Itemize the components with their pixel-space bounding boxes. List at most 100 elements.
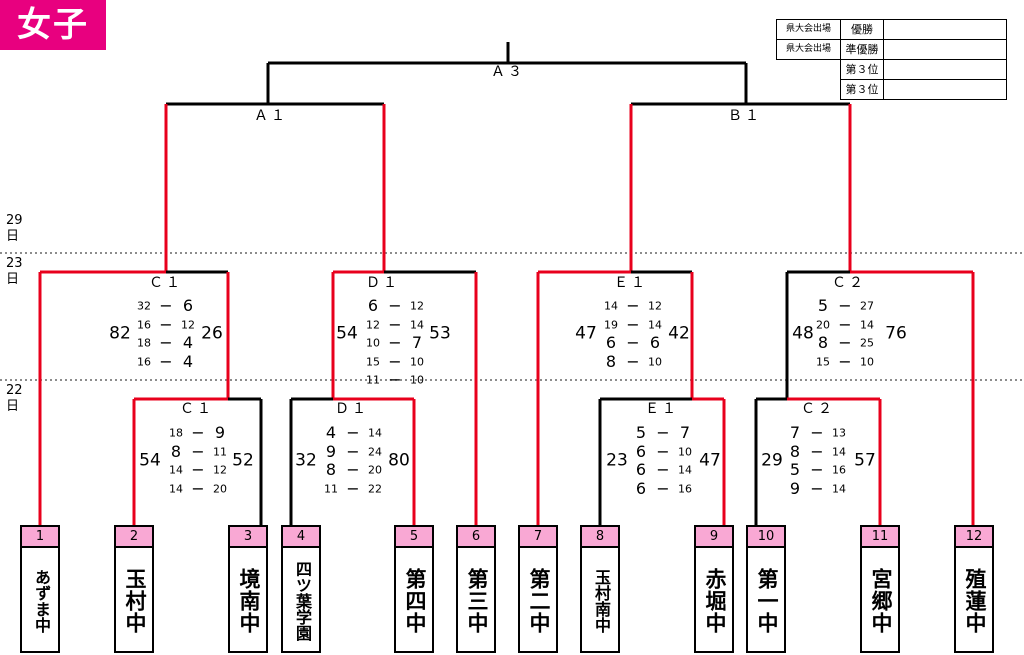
set-score-right: 24 — [368, 445, 382, 459]
set-score-right: 16 — [832, 463, 846, 477]
team-name: 玉村中 — [123, 567, 147, 634]
match-label-c1-top: Ｃ１ — [149, 275, 183, 291]
results-value — [883, 79, 1007, 100]
set-dash: − — [810, 478, 824, 498]
team-number: 4 — [283, 527, 319, 548]
set-score-left: 14 — [604, 299, 618, 313]
team-name: 玉村南中 — [592, 568, 611, 633]
set-score-left: 8 — [170, 441, 182, 461]
set-score-right: 14 — [410, 318, 424, 332]
set-dash: − — [656, 441, 670, 461]
team-name: 宮郷中 — [869, 567, 893, 634]
set-score-right: 27 — [860, 299, 874, 313]
match-label-e1-bot: Ｅ１ — [645, 401, 679, 417]
set-score-left: 18 — [137, 336, 151, 350]
total-score-left: 48 — [792, 323, 814, 344]
set-score-right: 6 — [182, 296, 194, 316]
team-number: 3 — [230, 527, 266, 548]
set-score-left: 14 — [169, 482, 183, 496]
set-dash: − — [191, 441, 205, 461]
total-score-left: 54 — [139, 450, 161, 471]
set-score-right: 20 — [213, 482, 227, 496]
set-score-left: 12 — [366, 318, 380, 332]
day-label-22: 22 日 — [6, 383, 23, 414]
set-score-left: 6 — [635, 478, 647, 498]
set-score-right: 14 — [860, 318, 874, 332]
set-dash: − — [388, 370, 402, 390]
set-score-right: 14 — [678, 463, 692, 477]
team-box[interactable]: 9 赤堀中 — [694, 525, 734, 653]
total-score-right: 80 — [388, 450, 410, 471]
results-place: 第３位 — [840, 79, 884, 100]
team-box[interactable]: 2 玉村中 — [114, 525, 154, 653]
set-dash: − — [159, 351, 173, 371]
set-score-right: 14 — [832, 482, 846, 496]
total-score-left: 47 — [575, 323, 597, 344]
team-number: 12 — [956, 527, 992, 548]
set-dash: − — [346, 441, 360, 461]
total-score-left: 54 — [336, 323, 358, 344]
team-box[interactable]: 3 境南中 — [228, 525, 268, 653]
results-table: 県大会出場 優勝 県大会出場 準優勝 第３位 第３位 — [776, 19, 1007, 100]
day-label-23: 23 日 — [6, 256, 23, 287]
set-score-left: 16 — [137, 355, 151, 369]
set-score-right: 11 — [213, 445, 227, 459]
team-name: 境南中 — [237, 567, 261, 634]
match-label-b1: Ｂ１ — [728, 108, 762, 124]
set-score-left: 32 — [137, 299, 151, 313]
set-score-right: 14 — [832, 445, 846, 459]
total-score-left: 23 — [606, 450, 628, 471]
match-label-a3: Ａ３ — [491, 64, 525, 80]
set-dash: − — [388, 351, 402, 371]
set-score-left: 14 — [169, 463, 183, 477]
set-score-right: 13 — [832, 426, 846, 440]
team-name: 殖蓮中 — [963, 567, 987, 634]
match-label-c1-bot: Ｃ１ — [180, 401, 214, 417]
set-score-right: 10 — [410, 373, 424, 387]
team-number: 9 — [696, 527, 732, 548]
set-dash: − — [346, 478, 360, 498]
set-score-left: 16 — [137, 318, 151, 332]
total-score-left: 82 — [109, 323, 131, 344]
set-score-left: 18 — [169, 426, 183, 440]
set-score-right: 16 — [678, 482, 692, 496]
set-dash: − — [388, 333, 402, 353]
total-score-right: 53 — [429, 323, 451, 344]
match-label-a1: Ａ１ — [254, 108, 288, 124]
day-label-29: 29 日 — [6, 213, 23, 244]
set-score-right: 10 — [860, 355, 874, 369]
set-dash: − — [191, 460, 205, 480]
set-dash: − — [626, 333, 640, 353]
set-score-right: 10 — [648, 355, 662, 369]
set-score-right: 14 — [648, 318, 662, 332]
set-score-left: 6 — [367, 296, 379, 316]
set-dash: − — [388, 314, 402, 334]
total-score-left: 29 — [761, 450, 783, 471]
set-score-left: 19 — [604, 318, 618, 332]
set-dash: − — [838, 333, 852, 353]
team-name: 第一中 — [755, 567, 779, 634]
total-score-right: 26 — [201, 323, 223, 344]
set-score-right: 20 — [368, 463, 382, 477]
set-score-right: 9 — [214, 423, 226, 443]
team-name: 赤堀中 — [703, 567, 727, 634]
results-row: 第３位 — [776, 79, 1007, 100]
set-score-right: 12 — [410, 299, 424, 313]
match-label-d1-bot: Ｄ１ — [335, 401, 369, 417]
set-dash: − — [626, 351, 640, 371]
team-number: 2 — [116, 527, 152, 548]
team-box[interactable]: 12 殖蓮中 — [954, 525, 994, 653]
set-score-left: 4 — [325, 423, 337, 443]
total-score-right: 42 — [668, 323, 690, 344]
set-score-left: 11 — [324, 482, 338, 496]
set-dash: − — [159, 333, 173, 353]
